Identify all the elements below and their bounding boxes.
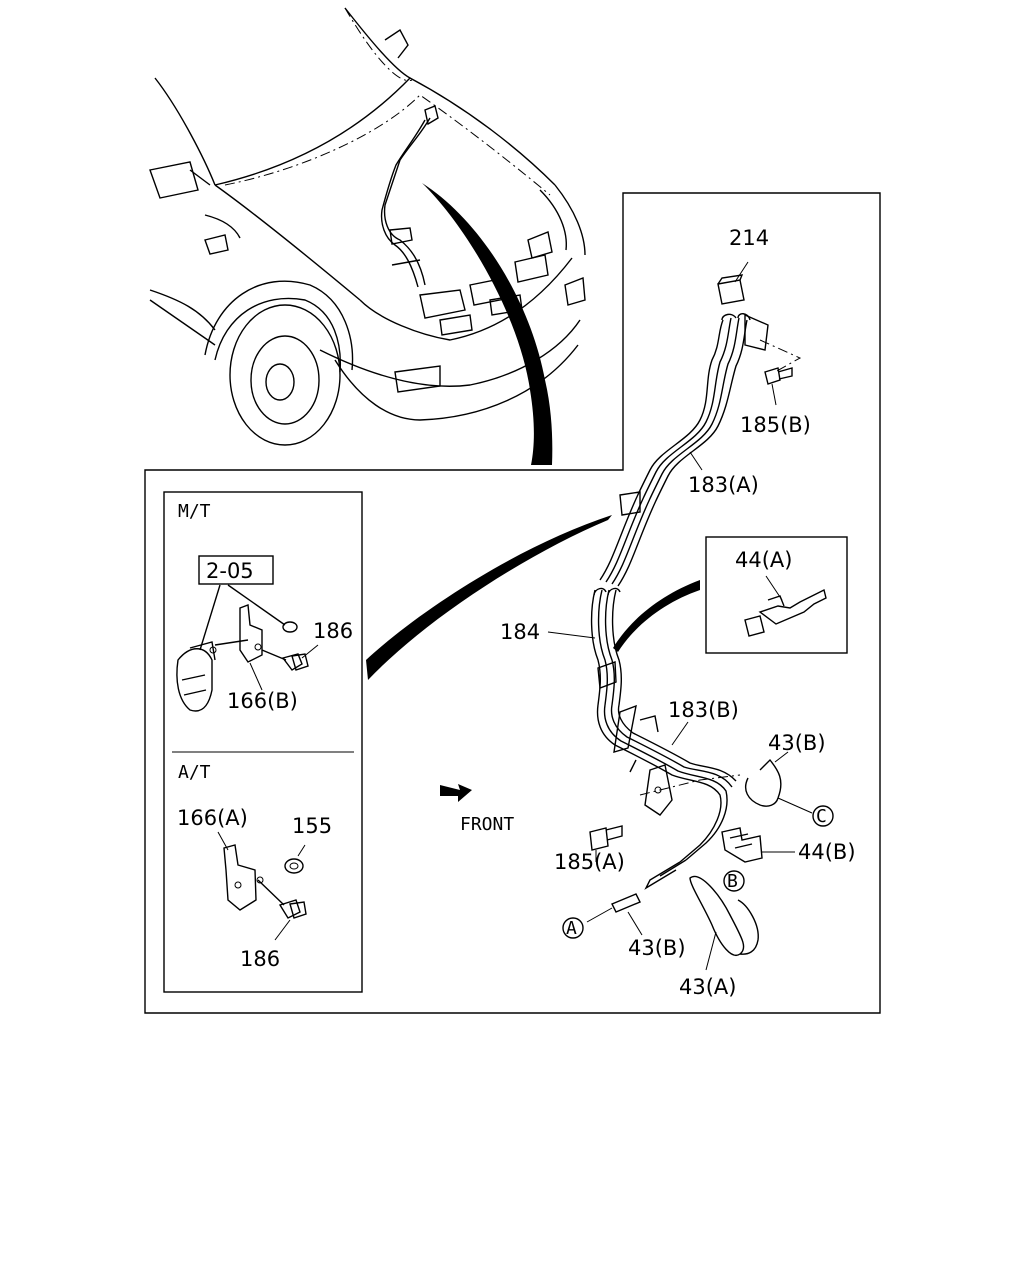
part-44a: 44(A) [735,548,792,572]
clip-44a-drawing [744,575,827,637]
ref-box-2-05 [198,555,274,585]
detail-frame [144,192,881,1014]
vehicle-illustration [149,7,586,446]
svg-text:B: B [727,871,738,892]
front-label: FRONT [460,814,514,835]
mt-leader-arrow [366,515,612,680]
clip-44a-inset [705,536,848,654]
marker-a: A [562,917,584,939]
part-183a: 183(A) [688,473,759,497]
at-bracket-assembly [217,831,307,941]
front-arrow-icon [440,784,472,802]
part-43b-bottom: 43(B) [628,936,686,960]
part-183b: 183(B) [668,698,739,722]
part-184: 184 [500,620,540,644]
part-155: 155 [292,814,332,838]
brake-pipe-assembly [547,261,813,971]
mt-bracket-assembly [176,584,319,712]
mt-label: M/T [178,501,211,522]
part-44b: 44(B) [798,840,856,864]
svg-text:A: A [566,918,577,939]
part-43b-top: 43(B) [768,731,826,755]
clip-leader-arrow [613,580,700,652]
part-185b: 185(B) [740,413,811,437]
part-186-mt: 186 [313,619,353,643]
at-label: A/T [178,762,211,783]
ref-2-05-label: 2-05 [206,559,254,583]
part-166a: 166(A) [177,806,248,830]
part-166b: 166(B) [227,689,298,713]
part-214: 214 [729,226,769,250]
svg-text:C: C [816,806,827,827]
overview-leader-arrow [422,183,553,465]
part-186-at: 186 [240,947,280,971]
marker-b: B [723,870,745,892]
part-43a: 43(A) [679,975,736,999]
part-185a: 185(A) [554,850,625,874]
marker-c: C [812,805,834,827]
